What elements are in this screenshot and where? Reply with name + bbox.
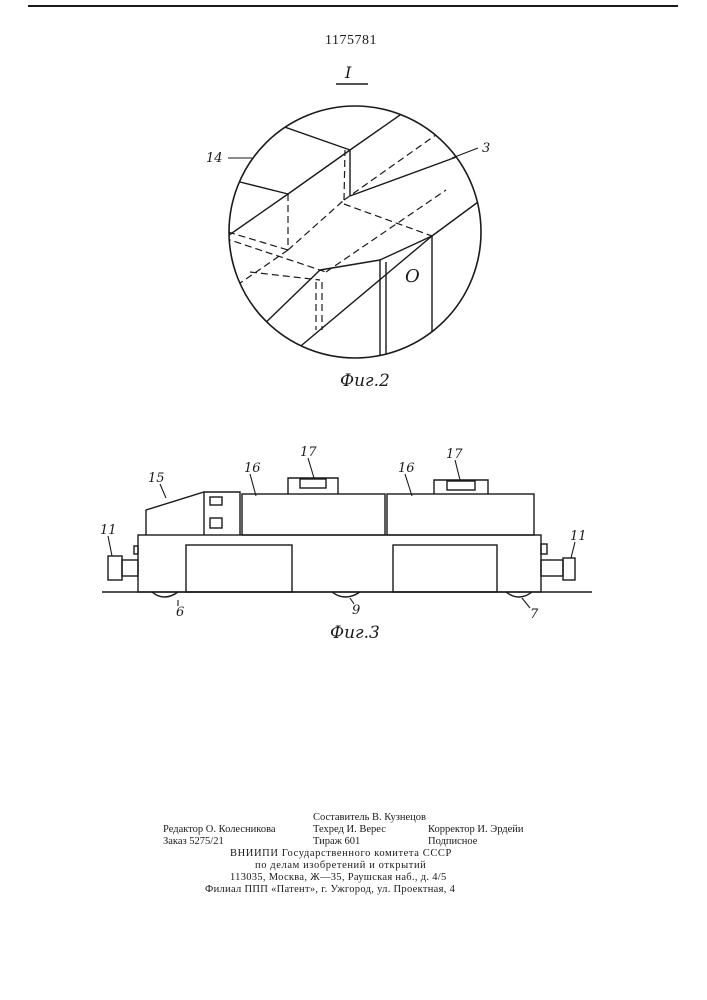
org-line-2: по делам изобретений и открытий: [255, 860, 426, 872]
corrector: Корректор И. Эрдейи: [428, 824, 524, 836]
org-line-1: ВНИИПИ Государственного комитета СССР: [230, 848, 452, 860]
composer: Составитель В. Кузнецов: [313, 812, 426, 824]
techred: Техред И. Верес: [313, 824, 386, 836]
editor: Редактор О. Колесникова: [163, 824, 276, 836]
branch: Филиал ППП «Патент», г. Ужгород, ул. Про…: [205, 884, 455, 896]
subscription: Подписное: [428, 836, 477, 848]
circulation: Тираж 601: [313, 836, 360, 848]
order: Заказ 5275/21: [163, 836, 224, 848]
address: 113035, Москва, Ж—35, Раушская наб., д. …: [230, 872, 447, 884]
